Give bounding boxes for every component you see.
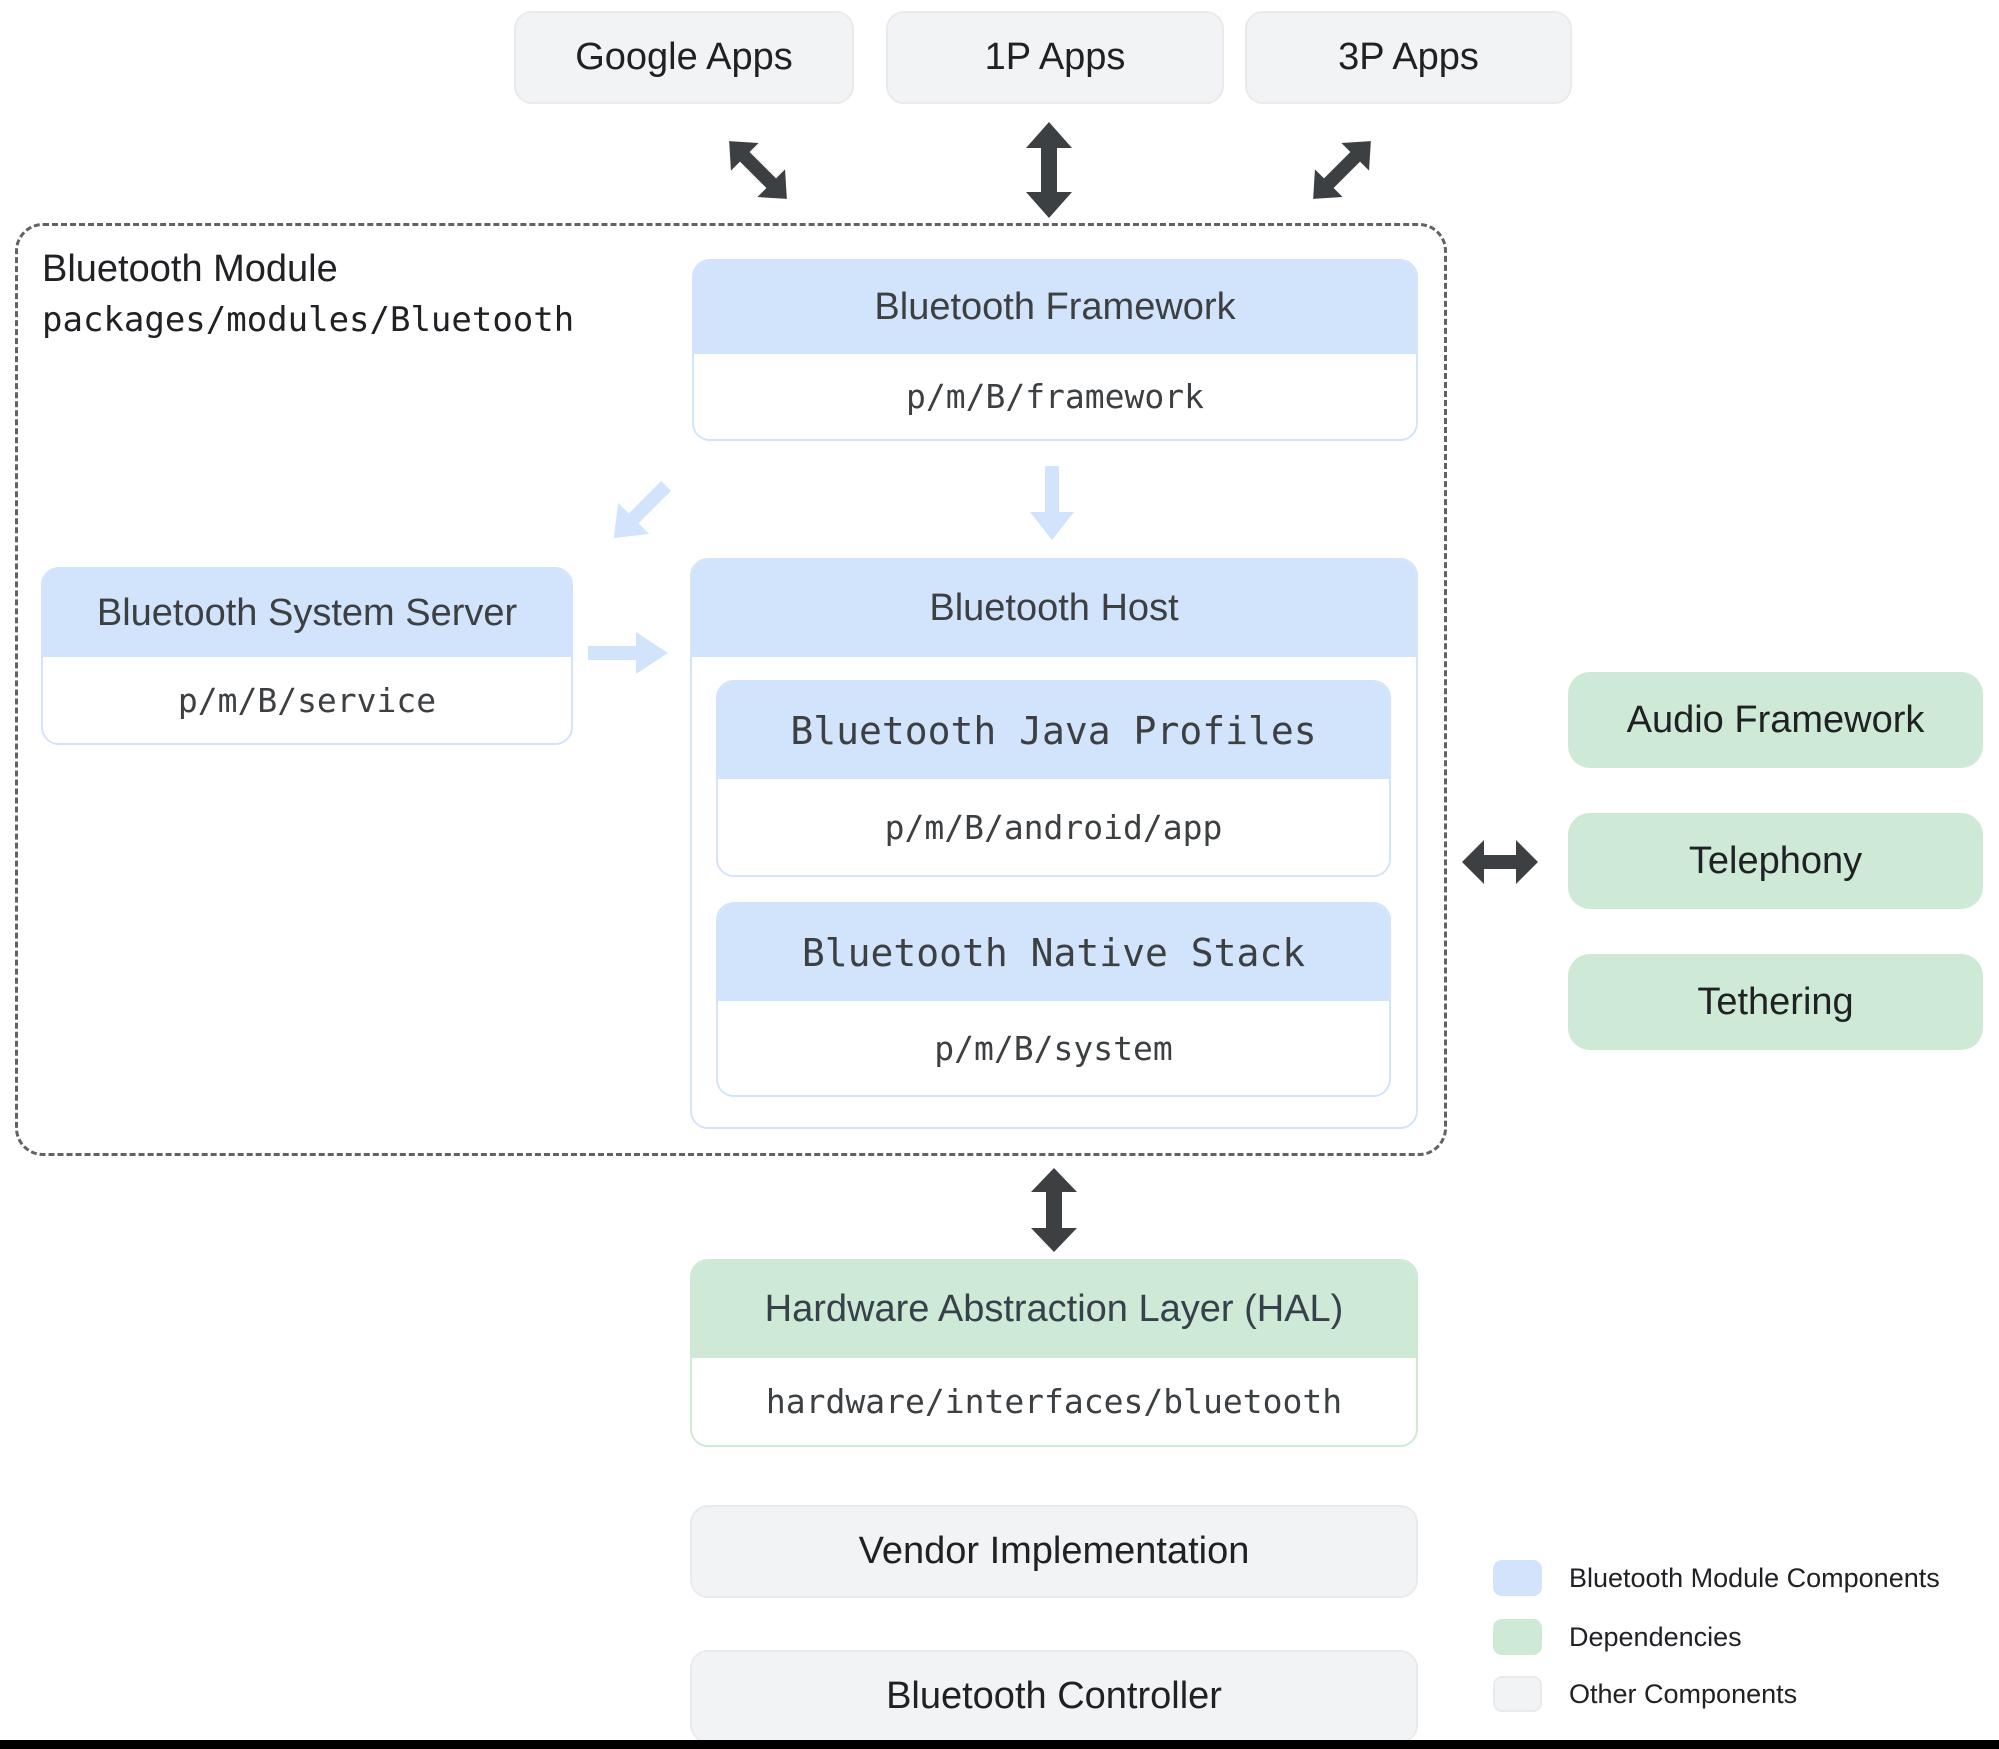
bluetooth-module-title: Bluetooth Module <box>42 248 338 290</box>
bluetooth-system-server-box: Bluetooth System Server p/m/B/service <box>41 567 573 745</box>
bluetooth-native-stack-title: Bluetooth Native Stack <box>718 904 1389 1001</box>
hal-box: Hardware Abstraction Layer (HAL) hardwar… <box>690 1259 1418 1447</box>
legend-label-other-components: Other Components <box>1569 1678 1798 1709</box>
module-to-dependencies-double-arrow-icon <box>1462 840 1538 884</box>
bluetooth-host-body: Bluetooth Java Profiles p/m/B/android/ap… <box>692 657 1416 1127</box>
legend-label-module-components: Bluetooth Module Components <box>1569 1562 1940 1593</box>
legend-swatch-dependencies <box>1493 1619 1542 1655</box>
legend-swatch-other-components <box>1493 1676 1542 1712</box>
vendor-implementation-label: Vendor Implementation <box>858 1530 1250 1572</box>
bluetooth-framework-box: Bluetooth Framework p/m/B/framework <box>692 259 1418 441</box>
bluetooth-java-profiles-path: p/m/B/android/app <box>718 779 1389 875</box>
google-apps-double-arrow-icon <box>729 141 787 199</box>
bluetooth-framework-title: Bluetooth Framework <box>694 261 1416 354</box>
google-apps-box: Google Apps <box>514 11 854 104</box>
first-party-apps-box: 1P Apps <box>886 11 1224 104</box>
third-party-apps-double-arrow-icon <box>1313 141 1371 199</box>
bluetooth-java-profiles-box: Bluetooth Java Profiles p/m/B/android/ap… <box>716 680 1391 877</box>
bluetooth-host-box: Bluetooth Host Bluetooth Java Profiles p… <box>690 558 1418 1129</box>
first-party-apps-double-arrow-icon <box>1026 122 1072 218</box>
bluetooth-module-container <box>15 223 1447 1156</box>
audio-framework-label: Audio Framework <box>1626 698 1925 741</box>
bluetooth-system-server-path: p/m/B/service <box>43 657 571 743</box>
bluetooth-module-path: packages/modules/Bluetooth <box>42 300 575 340</box>
bluetooth-native-stack-path: p/m/B/system <box>718 1001 1389 1095</box>
framework-to-host-arrow-icon <box>1030 466 1074 540</box>
bluetooth-controller-box: Bluetooth Controller <box>690 1650 1418 1743</box>
legend-label-dependencies: Dependencies <box>1569 1621 1742 1652</box>
third-party-apps-box: 3P Apps <box>1245 11 1572 104</box>
bluetooth-system-server-title: Bluetooth System Server <box>43 569 571 657</box>
google-apps-label: Google Apps <box>575 36 793 78</box>
third-party-apps-label: 3P Apps <box>1338 36 1479 78</box>
framework-to-system-server-arrow-icon <box>613 480 672 539</box>
bluetooth-host-title: Bluetooth Host <box>692 560 1416 657</box>
telephony-label: Telephony <box>1688 839 1863 882</box>
hal-path: hardware/interfaces/bluetooth <box>692 1358 1416 1445</box>
tethering-box: Tethering <box>1568 954 1983 1050</box>
vendor-implementation-box: Vendor Implementation <box>690 1505 1418 1598</box>
system-server-to-host-arrow-icon <box>588 632 668 674</box>
first-party-apps-label: 1P Apps <box>984 36 1126 78</box>
bluetooth-controller-label: Bluetooth Controller <box>886 1675 1222 1717</box>
bluetooth-java-profiles-title: Bluetooth Java Profiles <box>718 682 1389 779</box>
bluetooth-native-stack-box: Bluetooth Native Stack p/m/B/system <box>716 902 1391 1097</box>
hal-title: Hardware Abstraction Layer (HAL) <box>692 1261 1416 1358</box>
telephony-box: Telephony <box>1568 813 1983 909</box>
bottom-bar <box>0 1740 1999 1749</box>
tethering-label: Tethering <box>1697 980 1854 1023</box>
bluetooth-framework-path: p/m/B/framework <box>694 354 1416 439</box>
legend-swatch-module-components <box>1493 1560 1542 1596</box>
audio-framework-box: Audio Framework <box>1568 672 1983 768</box>
module-to-hal-double-arrow-icon <box>1031 1168 1077 1252</box>
